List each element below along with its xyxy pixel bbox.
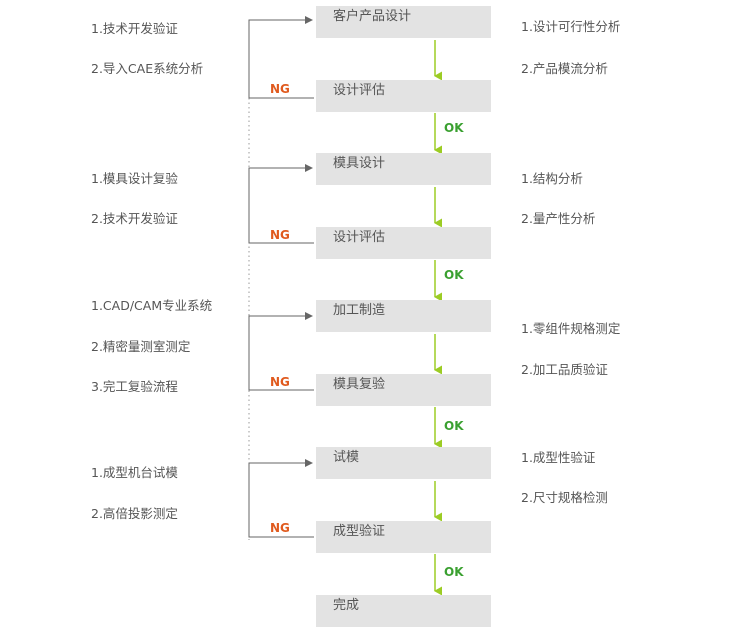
- ng-label-4: NG: [270, 521, 290, 535]
- step-box-mold-recheck: 模具复验: [316, 374, 491, 406]
- ng-label-1: NG: [270, 82, 290, 96]
- left-note: 2.导入CAE系统分析: [91, 61, 204, 76]
- step-box-molding-verify: 成型验证: [316, 521, 491, 553]
- step-box-mold-design: 模具设计: [316, 153, 491, 185]
- ok-label-2: OK: [444, 268, 464, 282]
- left-note: 1.CAD/CAM专业系统: [91, 298, 213, 313]
- ng-label-3: NG: [270, 375, 290, 389]
- right-note: 1.结构分析: [521, 171, 583, 186]
- step-box-trial-mold: 试模: [316, 447, 491, 479]
- ng-loop-2: [248, 164, 314, 244]
- ng-label-2: NG: [270, 228, 290, 242]
- ng-loop-4: [248, 459, 314, 538]
- step-box-complete: 完成: [316, 595, 491, 627]
- step-box-design-review-2: 设计评估: [316, 227, 491, 259]
- right-note: 1.成型性验证: [521, 450, 596, 465]
- ok-label-4: OK: [444, 565, 464, 579]
- ng-loop-1: [248, 16, 314, 99]
- right-note: 2.加工品质验证: [521, 362, 608, 377]
- step-box-design-review-1: 设计评估: [316, 80, 491, 112]
- left-note: 3.完工复验流程: [91, 379, 178, 394]
- right-note: 1.零组件规格测定: [521, 321, 621, 336]
- step-box-customer-design: 客户产品设计: [316, 6, 491, 38]
- right-note: 2.产品模流分析: [521, 61, 608, 76]
- ok-label-1: OK: [444, 121, 464, 135]
- left-note: 1.技术开发验证: [91, 21, 178, 36]
- ok-label-3: OK: [444, 419, 464, 433]
- right-note: 1.设计可行性分析: [521, 19, 621, 34]
- left-note: 1.成型机台试模: [91, 465, 178, 480]
- right-note: 2.量产性分析: [521, 211, 596, 226]
- left-note: 2.技术开发验证: [91, 211, 178, 226]
- left-note: 1.模具设计复验: [91, 171, 178, 186]
- left-note: 2.高倍投影测定: [91, 506, 178, 521]
- right-note: 2.尺寸规格检测: [521, 490, 608, 505]
- left-note: 2.精密量测室测定: [91, 339, 191, 354]
- ng-loop-3: [248, 312, 314, 391]
- step-box-machining: 加工制造: [316, 300, 491, 332]
